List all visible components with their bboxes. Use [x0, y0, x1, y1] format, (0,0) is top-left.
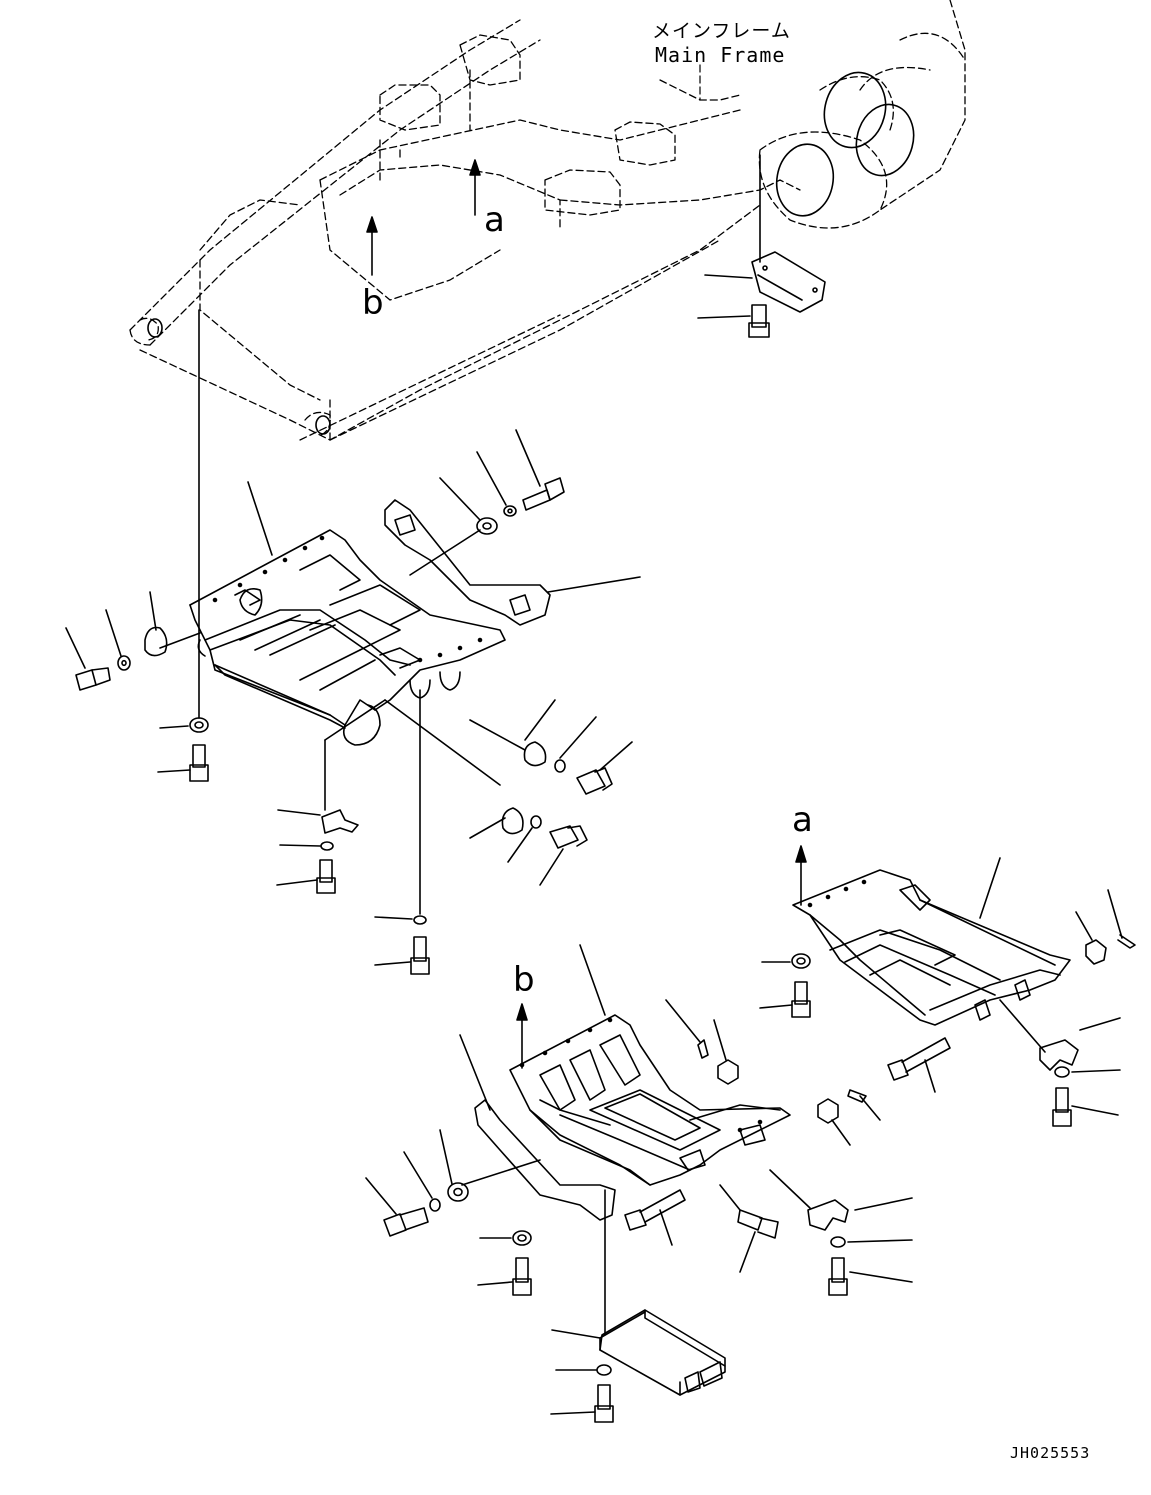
long-bolt-lower	[625, 1190, 685, 1245]
main-undercover	[190, 482, 505, 745]
washer-center	[375, 690, 426, 924]
side-bracket-lower	[460, 1035, 615, 1220]
ref-label-b-top: b	[362, 283, 384, 323]
bolt-top	[516, 430, 564, 510]
spacer-right	[762, 954, 810, 968]
arrow-a-lower	[796, 846, 806, 905]
spacer-front-left	[160, 310, 208, 732]
cover-plate	[705, 155, 825, 312]
right-undercover	[793, 858, 1070, 1025]
frame-mount-holes	[148, 66, 921, 434]
washer-mid-2	[508, 816, 541, 862]
nut-lower-right	[818, 1099, 850, 1145]
bracket-right	[1000, 1000, 1120, 1070]
washer-right-2	[1055, 1067, 1120, 1077]
nut-right	[1076, 912, 1106, 964]
washer-top	[477, 452, 516, 516]
bolt-lower-left	[366, 1178, 428, 1236]
lower-undercover	[510, 945, 790, 1185]
main-frame-outline	[130, 0, 965, 440]
bolt-right-2	[1053, 1088, 1118, 1126]
bolt-lower-right	[829, 1258, 912, 1295]
arrow-b-top	[367, 217, 377, 275]
long-bolt-right	[888, 1038, 950, 1092]
main-frame-label-en: Main Frame	[655, 43, 786, 67]
bolt-lower-center	[478, 1258, 531, 1295]
arrow-b-lower	[517, 1004, 527, 1068]
bolt-center	[375, 937, 429, 974]
spacer-top	[440, 478, 497, 534]
bolt-front-left	[158, 745, 208, 781]
cap-mid-2	[470, 808, 523, 838]
ref-label-b-lower: b	[513, 960, 535, 1000]
pin-lower-right	[848, 1090, 880, 1120]
cap-left	[145, 592, 200, 656]
bolt-right	[760, 982, 810, 1017]
pin-lower	[666, 1000, 708, 1058]
pin-right	[1108, 890, 1135, 948]
ref-label-a-lower: a	[792, 800, 813, 840]
bolt-bottom	[551, 1385, 613, 1422]
bolt-lower-mid	[720, 1185, 778, 1272]
side-bracket	[385, 500, 640, 625]
bracket-lower-right	[770, 1170, 912, 1230]
spacer-lower-center	[480, 1231, 531, 1245]
main-frame-label-jp: メインフレーム	[652, 20, 791, 42]
bolt-left	[66, 628, 110, 690]
cap-mid-1	[470, 700, 555, 766]
bolt-cover-plate	[698, 305, 769, 337]
washer-small-bracket	[280, 842, 333, 850]
washer-lower-left	[404, 1152, 440, 1211]
spacer-lower-left	[440, 1130, 468, 1201]
arrow-a-top	[470, 160, 480, 215]
bolt-mid-2	[540, 826, 587, 885]
document-code: JH025553	[1010, 1444, 1091, 1462]
bolt-mid-1	[577, 742, 632, 794]
washer-mid-1	[555, 717, 596, 772]
washer-left	[106, 610, 130, 670]
washer-lower-right	[831, 1237, 912, 1247]
ref-label-a-top: a	[484, 200, 505, 240]
nut-lower	[714, 1020, 738, 1084]
small-bracket	[278, 700, 500, 833]
bolt-small-bracket	[277, 860, 335, 893]
bottom-cover	[552, 1190, 725, 1395]
washer-bottom	[556, 1365, 611, 1375]
